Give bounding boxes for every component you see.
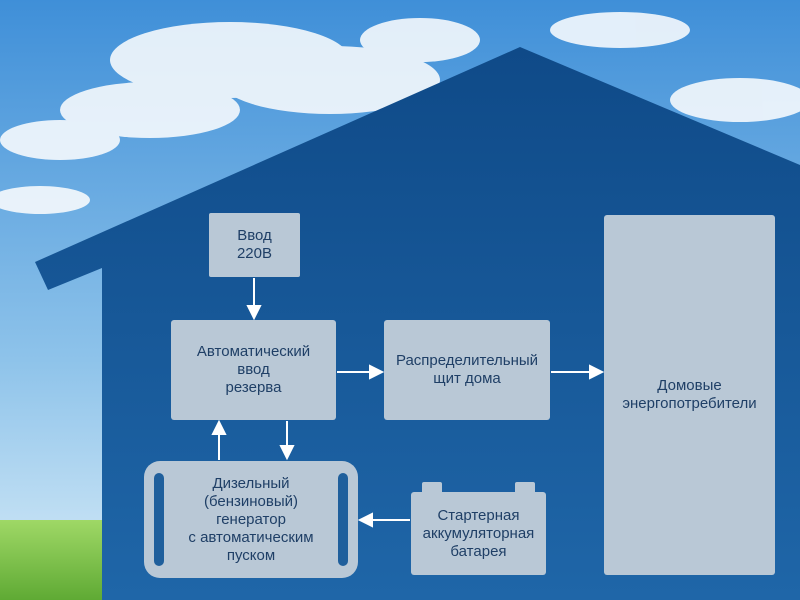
generator-label: Дизельный (бензиновый) генератор с автом… (188, 474, 314, 564)
home-consumers-box: Домовые энергопотребители (604, 215, 775, 575)
input-220v-label: Ввод 220В (236, 227, 273, 262)
grass (0, 520, 120, 600)
starter-battery-label: Стартерная аккумуляторная батарея (422, 506, 535, 560)
generator-box: Дизельный (бензиновый) генератор с автом… (144, 461, 358, 578)
distribution-panel-box: Распределительный щит дома (384, 320, 550, 420)
distribution-panel-label: Распределительный щит дома (395, 352, 539, 387)
battery-terminal-right (515, 482, 535, 492)
battery-terminal-left (422, 482, 442, 492)
automatic-transfer-switch-label: Автоматический ввод резерва (196, 343, 311, 396)
input-220v-box: Ввод 220В (209, 213, 300, 277)
home-consumers-label: Домовые энергопотребители (622, 377, 757, 412)
flow-arrows (211, 278, 605, 528)
clouds (0, 12, 800, 214)
starter-battery-box: Стартерная аккумуляторная батарея (411, 482, 546, 575)
generator-vent-left (154, 473, 164, 566)
generator-vent-right (338, 473, 348, 566)
automatic-transfer-switch-box: Автоматический ввод резерва (171, 320, 336, 420)
